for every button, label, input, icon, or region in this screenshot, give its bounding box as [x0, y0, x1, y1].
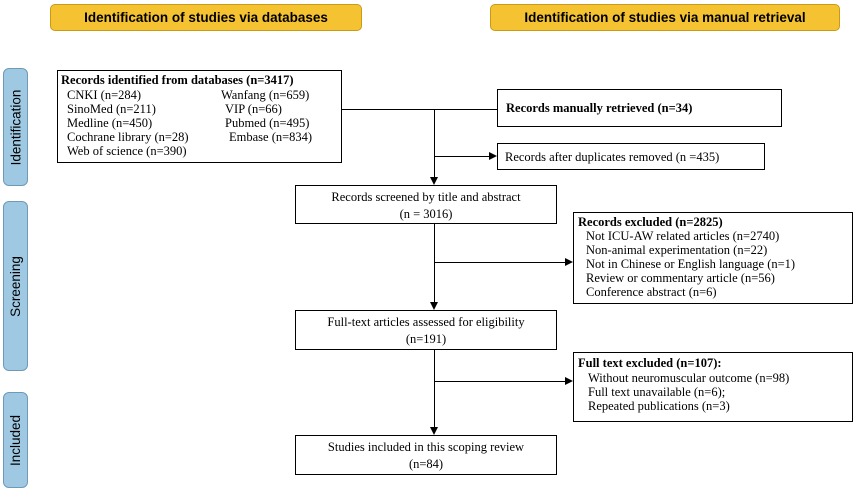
- db-item-embase: Embase (n=834): [229, 130, 313, 144]
- arrow-to-excluded: [565, 258, 573, 266]
- records-databases-box: Records identified from databases (n=341…: [57, 70, 342, 163]
- manual-records-text: Records manually retrieved (n=34): [506, 101, 693, 115]
- manual-records-box: Records manually retrieved (n=34): [497, 89, 782, 127]
- arrow-to-duplicates: [489, 152, 497, 160]
- excluded-item-non-animal: Non-animal experimentation (n=22): [586, 243, 768, 257]
- records-databases-title: Records identified from databases (n=341…: [61, 73, 294, 87]
- fulltext-box: Full-text articles assessed for eligibil…: [295, 310, 557, 350]
- fulltext-excluded-unavailable: Full text unavailable (n=6);: [588, 385, 726, 399]
- stage-included: Included: [3, 392, 28, 488]
- connector-main-trunk-3: [434, 350, 435, 427]
- db-item-pubmed: Pubmed (n=495): [225, 116, 310, 130]
- db-item-wanfang: Wanfang (n=659): [221, 88, 310, 102]
- db-item-sinomed: SinoMed (n=211): [67, 102, 156, 116]
- db-item-cochrane: Cochrane library (n=28): [67, 130, 189, 144]
- arrow-to-fulltext-excluded: [565, 377, 573, 385]
- fulltext-excluded-box: Full text excluded (n=107): Without neur…: [573, 352, 853, 422]
- records-excluded-title: Records excluded (n=2825): [578, 215, 723, 229]
- db-item-cnki: CNKI (n=284): [67, 88, 142, 102]
- excluded-item-not-icu-aw: Not ICU-AW related articles (n=2740): [586, 229, 780, 243]
- connector-to-fulltext-excluded: [434, 381, 565, 382]
- included-box: Studies included in this scoping review …: [295, 435, 557, 475]
- arrow-to-included: [430, 427, 438, 435]
- db-item-vip: VIP (n=66): [225, 102, 282, 116]
- db-item-medline: Medline (n=450): [67, 116, 153, 130]
- stage-screening-label: Screening: [8, 255, 24, 317]
- fulltext-excluded-neuromuscular: Without neuromuscular outcome (n=98): [588, 371, 790, 385]
- stage-identification: Identification: [3, 68, 28, 186]
- screened-line1: Records screened by title and abstract: [331, 190, 521, 204]
- included-line1: Studies included in this scoping review: [327, 440, 525, 454]
- fulltext-excluded-repeated: Repeated publications (n=3): [588, 399, 730, 413]
- included-line2: (n=84): [408, 457, 444, 471]
- stage-screening: Screening: [3, 201, 28, 371]
- connector-main-trunk-2: [434, 224, 435, 302]
- connector-to-excluded: [434, 262, 565, 263]
- arrow-to-screened: [430, 177, 438, 185]
- duplicates-removed-box: Records after duplicates removed (n =435…: [497, 143, 765, 170]
- connector-manual-left: [434, 109, 497, 110]
- connector-to-duplicates: [434, 156, 489, 157]
- fulltext-line2: (n=191): [405, 332, 447, 346]
- connector-db-right: [342, 109, 434, 110]
- excluded-item-language: Not in Chinese or English language (n=1): [586, 257, 796, 271]
- db-item-web-of-science: Web of science (n=390): [67, 144, 187, 158]
- screened-line2: (n = 3016): [399, 207, 453, 221]
- fulltext-line1: Full-text articles assessed for eligibil…: [327, 315, 525, 329]
- header-manual-retrieval: Identification of studies via manual ret…: [490, 4, 840, 31]
- header-databases: Identification of studies via databases: [50, 4, 362, 31]
- arrow-to-fulltext: [430, 302, 438, 310]
- screened-box: Records screened by title and abstract (…: [295, 185, 557, 224]
- excluded-item-conference: Conference abstract (n=6): [586, 285, 717, 299]
- records-excluded-box: Records excluded (n=2825) Not ICU-AW rel…: [573, 212, 853, 304]
- excluded-item-review: Review or commentary article (n=56): [586, 271, 775, 285]
- stage-identification-label: Identification: [8, 89, 23, 165]
- fulltext-excluded-title: Full text excluded (n=107):: [578, 356, 722, 370]
- connector-main-trunk-1: [434, 109, 435, 177]
- stage-included-label: Included: [8, 414, 24, 466]
- duplicates-removed-text: Records after duplicates removed (n =435…: [505, 149, 720, 164]
